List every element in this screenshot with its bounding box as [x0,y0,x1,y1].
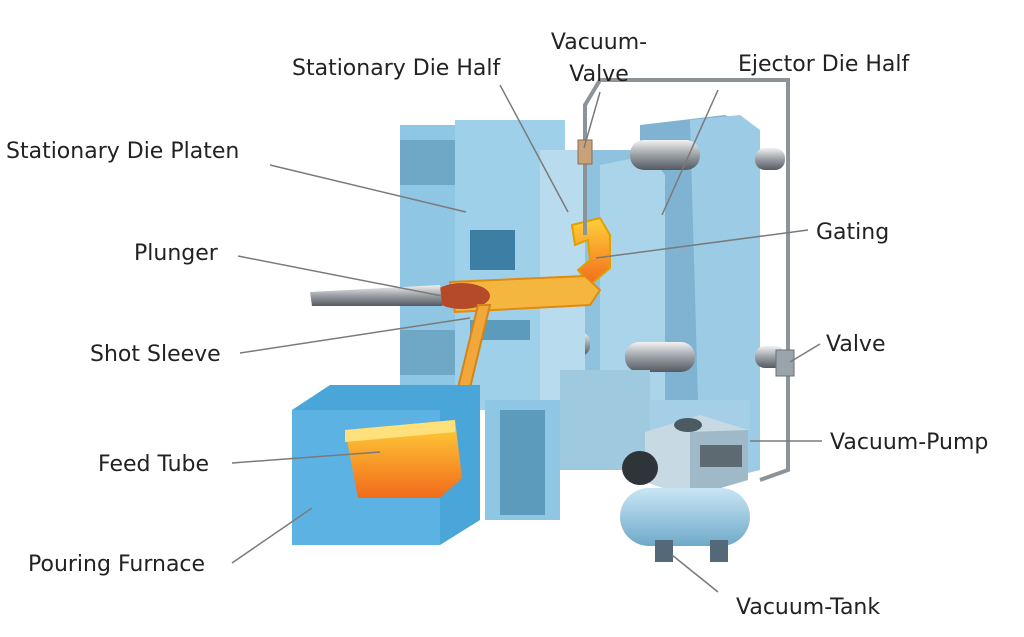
label-pouring-furnace: Pouring Furnace [28,552,206,577]
leader-vacuum-valve [583,91,601,149]
shot-sleeve-assembly [310,274,602,314]
pouring-furnace [292,385,480,545]
label-stationary-die-half: Stationary Die Half [292,56,501,81]
vacuum-line [577,78,795,482]
leader-lines [231,84,822,593]
leader-shot-sleeve [239,317,471,354]
label-vacuum-valve-line2: Valve [569,62,629,87]
label-feed-tube: Feed Tube [98,452,210,477]
label-shot-sleeve: Shot Sleeve [90,342,221,367]
leader-stationary-die-half [499,84,569,213]
leader-valve [789,343,821,363]
label-stationary-die-platen: Stationary Die Platen [6,139,240,164]
leader-stationary-die-platen [269,164,467,213]
leader-plunger [237,255,443,297]
vacuum-tank [620,488,750,562]
leader-pouring-furnace [231,507,313,564]
label-vacuum-tank: Vacuum-Tank [736,595,881,620]
label-vacuum-pump: Vacuum-Pump [830,430,989,455]
vacuum-pump [622,415,748,497]
label-gating: Gating [816,220,890,245]
label-ejector-die-half: Ejector Die Half [738,52,910,77]
label-valve: Valve [826,332,886,357]
label-vacuum-valve-line1: Vacuum- [550,30,648,55]
leader-feed-tube [231,451,381,464]
leader-gating [595,229,809,259]
leader-ejector-die-half [661,89,719,216]
leader-vacuum-tank [671,554,719,593]
label-plunger: Plunger [134,241,218,266]
